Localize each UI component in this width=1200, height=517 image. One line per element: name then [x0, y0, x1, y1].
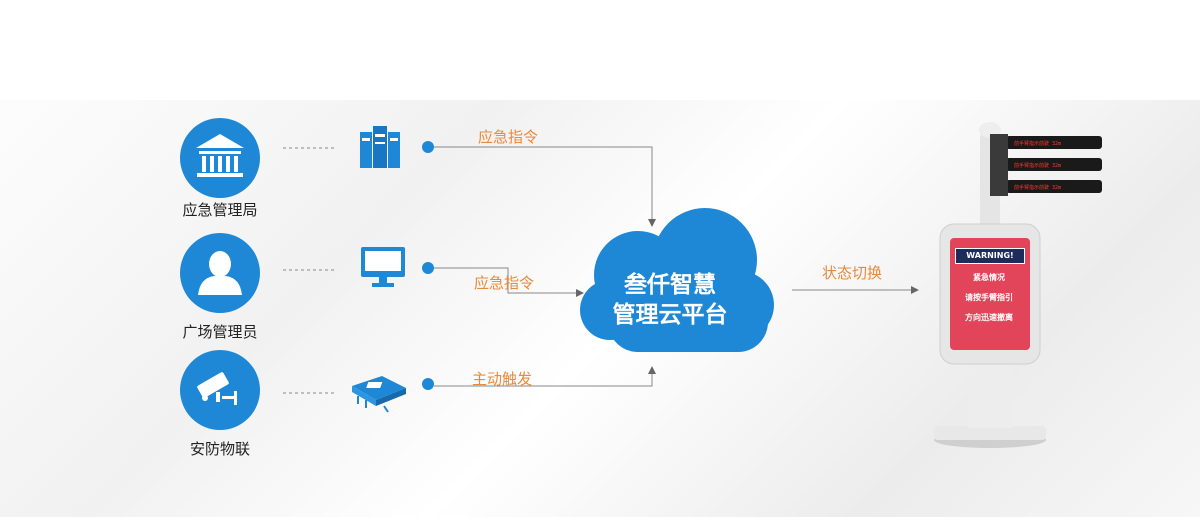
arrow-label-1: 应急指令 [478, 128, 539, 146]
connector-dot-3 [422, 378, 434, 390]
monitor-icon [361, 247, 405, 287]
warning-line-2: 请按手臂指引 [965, 293, 1013, 302]
warning-line-1: 紧急情况 [973, 273, 1005, 282]
arrow-label-3: 主动触发 [472, 370, 533, 388]
led-sign-row-1: 前手臂指示前驶 32m [1014, 141, 1062, 147]
user-icon [180, 233, 260, 313]
source-label-plaza-manager: 广场管理员 [182, 323, 258, 341]
emergency-kiosk [934, 122, 1102, 448]
led-sign-row-2: 前手臂指示前驶 32m [1014, 163, 1062, 169]
warning-line-3: 方向迅速撤离 [965, 313, 1013, 322]
source-label-security-iot: 安防物联 [189, 440, 250, 458]
cctv-camera-icon [180, 350, 260, 430]
cloud-shape [580, 208, 774, 352]
cloud-platform-title: 叁仟智慧 管理云平台 [590, 270, 750, 330]
circuit-board-icon [352, 376, 406, 413]
background-top [0, 0, 1200, 100]
led-sign-row-3: 前手臂指示前驶 32m [1014, 185, 1062, 191]
output-label: 状态切换 [822, 264, 883, 282]
arrow-label-2: 应急指令 [474, 274, 535, 292]
bank-icon [180, 118, 260, 198]
arrow-path-1 [434, 146, 656, 227]
connector-dot-2 [422, 262, 434, 274]
arrow-path-2 [434, 267, 584, 297]
server-icon [360, 126, 400, 168]
warning-title: WARNING! [955, 248, 1025, 264]
connector-dot-1 [422, 141, 434, 153]
arrow-path-3 [434, 366, 656, 387]
cloud-title-line1: 叁仟智慧 [624, 272, 716, 298]
source-label-emergency-bureau: 应急管理局 [182, 201, 258, 219]
cloud-title-line2: 管理云平台 [612, 302, 728, 328]
